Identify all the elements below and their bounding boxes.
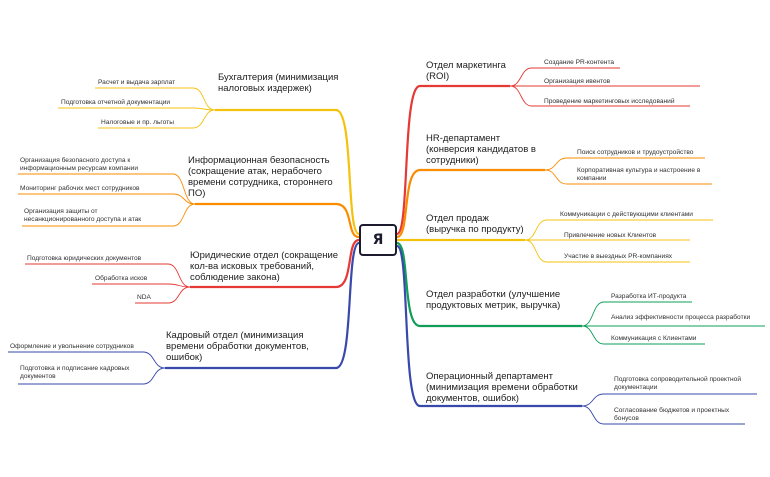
connector-accounting-leaves xyxy=(58,87,216,129)
connector-ops-leaves xyxy=(581,393,757,425)
connector-personnel-leaves xyxy=(8,351,166,385)
branch-sales-title[interactable]: Отдел продаж (выручка по продукту) xyxy=(426,213,524,235)
leaf-sales-2[interactable]: Привлечение новых Клиентов xyxy=(564,232,657,239)
connector-marketing xyxy=(395,84,510,236)
leaf-legal-3[interactable]: NDA xyxy=(137,294,151,301)
connector-legal-leaves xyxy=(25,263,191,304)
center-node[interactable]: Я xyxy=(359,224,397,256)
connector-ops xyxy=(395,244,582,408)
connector-dev-leaves xyxy=(581,301,765,345)
leaf-security-1[interactable]: Организация безопасного доступа к информ… xyxy=(20,157,139,172)
leaf-dev-2[interactable]: Анализ эффективности процесса разработки xyxy=(611,314,751,321)
leaf-legal-2[interactable]: Обработка исков xyxy=(95,275,148,282)
leaf-accounting-1[interactable]: Расчет и выдача зарплат xyxy=(98,79,176,86)
leaf-dev-1[interactable]: Разработка ИТ-продукта xyxy=(611,293,687,300)
leaf-security-2[interactable]: Мониторинг рабочих мест сотрудников xyxy=(20,185,140,192)
connector-personnel xyxy=(165,241,361,370)
branch-dev-title[interactable]: Отдел разработки (улучшение продуктовых … xyxy=(426,289,561,311)
leaf-hr-1[interactable]: Поиск сотрудников и трудоустройство xyxy=(577,149,694,156)
branch-legal-title[interactable]: Юридические отдел (сокращение кол-ва иск… xyxy=(190,250,339,283)
leaf-accounting-3[interactable]: Налоговые и пр. льготы xyxy=(101,119,174,126)
connector-hr-leaves xyxy=(544,157,712,185)
leaf-personnel-2[interactable]: Подготовка и подписание кадровых докумен… xyxy=(20,365,130,380)
leaf-sales-1[interactable]: Коммуникации с действующими клиентами xyxy=(560,211,693,218)
leaf-sales-3[interactable]: Участие в выездных PR-компаниях xyxy=(564,253,673,260)
leaf-legal-1[interactable]: Подготовка юридических документов xyxy=(27,255,142,262)
branch-ops-title[interactable]: Операционный департамент (минимизация вр… xyxy=(426,371,578,404)
leaf-dev-3[interactable]: Коммуникация с Клиентами xyxy=(611,335,697,342)
leaf-security-3[interactable]: Организация защиты от несанкционированно… xyxy=(24,208,142,223)
connector-marketing-leaves xyxy=(509,67,700,107)
connector-security-leaves xyxy=(18,173,196,227)
leaf-accounting-2[interactable]: Подготовка отчетной документации xyxy=(61,99,171,106)
leaf-marketing-1[interactable]: Создание PR-контента xyxy=(544,59,615,66)
leaf-marketing-2[interactable]: Организация ивентов xyxy=(544,78,611,85)
branch-hr-title[interactable]: HR-департамент (конверсия кандидатов в с… xyxy=(426,133,536,166)
leaf-personnel-1[interactable]: Оформление и увольнение сотрудников xyxy=(10,343,134,350)
branch-security-title[interactable]: Информационная безопасность (сокращение … xyxy=(188,155,333,199)
leaf-hr-2[interactable]: Корпоративная культура и настроение в ко… xyxy=(577,167,701,182)
branch-marketing-title[interactable]: Отдел маркетинга (ROI) xyxy=(426,60,506,82)
connector-dev xyxy=(396,241,582,328)
connector-legal xyxy=(190,238,360,289)
leaf-ops-1[interactable]: Подготовка сопроводительной проектной до… xyxy=(614,376,742,391)
leaf-marketing-3[interactable]: Проведение маркетинговых исследований xyxy=(544,98,675,105)
connector-security xyxy=(195,202,360,239)
connector-hr xyxy=(396,168,545,239)
connector-sales-leaves xyxy=(524,219,713,263)
connector-accounting xyxy=(215,108,361,236)
branch-personnel-title[interactable]: Кадровый отдел (минимизация времени обра… xyxy=(166,330,309,363)
branch-accounting-title[interactable]: Бухгалтерия (минимизация налоговых издер… xyxy=(218,72,339,94)
leaf-ops-2[interactable]: Согласование бюджетов и проектных бонусо… xyxy=(614,407,730,422)
